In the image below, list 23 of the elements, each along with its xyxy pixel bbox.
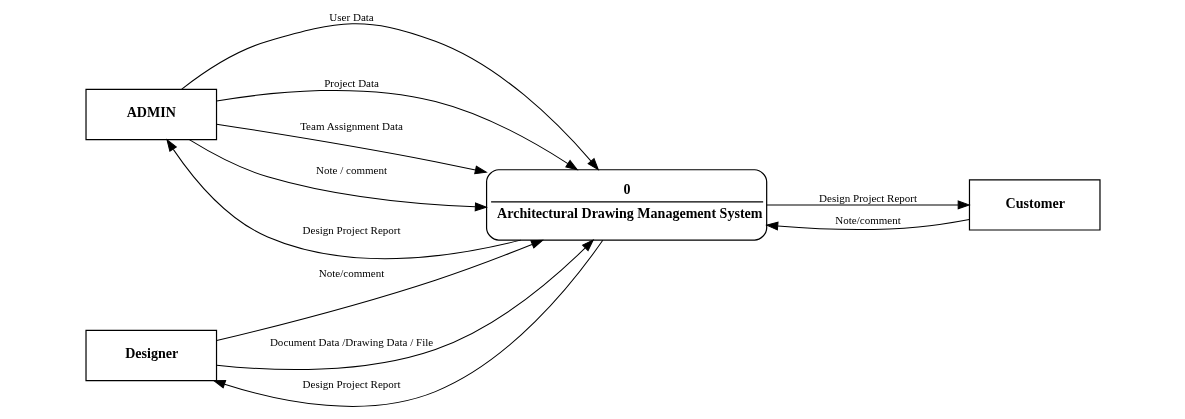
edge-label: Design Project Report bbox=[818, 191, 917, 204]
arrow bbox=[215, 239, 594, 371]
arrow bbox=[215, 239, 543, 342]
arrow bbox=[212, 239, 603, 407]
node-box: Customer bbox=[968, 179, 1101, 231]
edge-label: Note/comment bbox=[318, 266, 384, 279]
node-box: Designer bbox=[84, 329, 217, 382]
arrow bbox=[765, 200, 970, 210]
arrow bbox=[215, 123, 487, 175]
arrow bbox=[765, 218, 970, 231]
edge-label: Note/comment bbox=[834, 213, 901, 226]
edge-label: Document Data /Drawing Data / File bbox=[269, 336, 433, 349]
node-box: ADMIN bbox=[84, 88, 217, 141]
arrow bbox=[166, 139, 521, 260]
arrow bbox=[180, 23, 599, 171]
edge-label: Note / comment bbox=[315, 163, 387, 176]
edge-label: User Data bbox=[328, 10, 374, 23]
edge-label: Design Project Report bbox=[302, 378, 401, 391]
arrow bbox=[188, 139, 487, 212]
edge-label: Project Data bbox=[323, 77, 379, 90]
edge-label: Design Project Report bbox=[302, 223, 401, 236]
edge-label: Team Assignment Data bbox=[299, 120, 403, 133]
arrow bbox=[215, 89, 578, 171]
